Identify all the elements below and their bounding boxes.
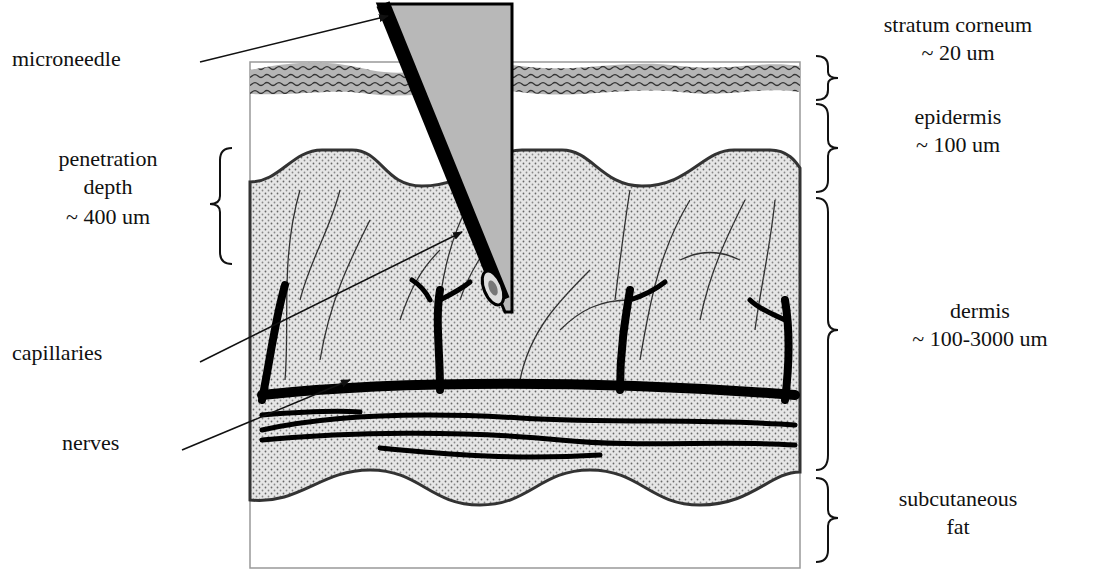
skin-frame <box>250 62 800 568</box>
label-text: subcutaneous <box>899 486 1018 512</box>
label-text: capillaries <box>12 340 102 366</box>
nerves <box>262 411 795 457</box>
label-text: microneedle <box>12 46 121 72</box>
label-text: fat <box>946 514 969 540</box>
braces <box>210 56 838 562</box>
label-text: dermis <box>950 298 1010 324</box>
label-text: stratum corneum <box>884 12 1032 38</box>
microneedle-shape <box>378 4 512 312</box>
fine-capillaries <box>285 190 775 380</box>
label-text: depth <box>84 174 133 200</box>
label-text: ~ 400 um <box>66 204 150 230</box>
stratum-corneum-band <box>250 63 800 96</box>
label-text: nerves <box>62 430 119 456</box>
label-text: ~ 100-3000 um <box>912 326 1047 352</box>
capillaries <box>262 280 795 400</box>
label-text: ~ 100 um <box>916 132 1000 158</box>
leader-lines <box>182 16 462 450</box>
label-text: penetration <box>59 146 158 172</box>
label-text: ~ 20 um <box>921 40 994 66</box>
label-text: epidermis <box>915 104 1002 130</box>
dermis-region <box>250 150 800 505</box>
